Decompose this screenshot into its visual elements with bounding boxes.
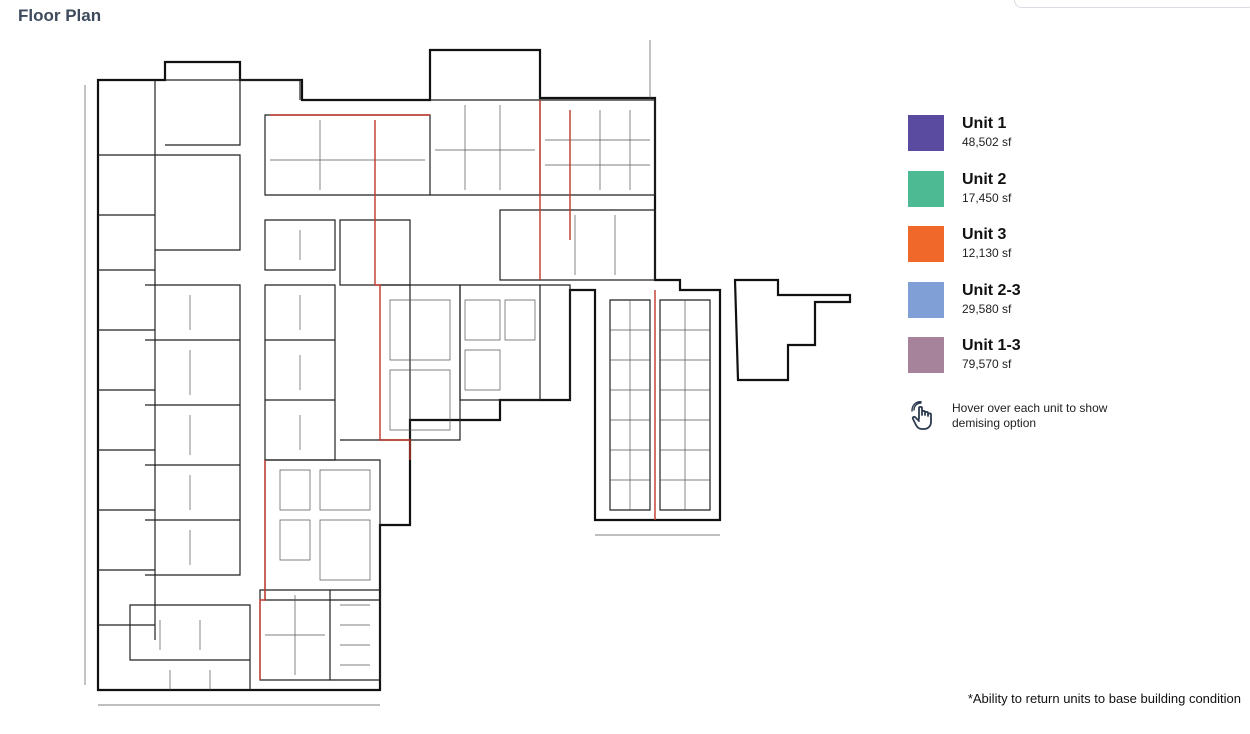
unit-legend: Unit 1 48,502 sf Unit 2 17,450 sf Unit 3… — [908, 115, 1148, 393]
legend-item-unit-1[interactable]: Unit 1 48,502 sf — [908, 115, 1148, 151]
unit-1-swatch — [908, 115, 944, 151]
unit-3-name: Unit 3 — [962, 226, 1007, 243]
unit-3-swatch — [908, 226, 944, 262]
unit-2-name: Unit 2 — [962, 170, 1007, 188]
top-card — [1014, 0, 1250, 8]
unit-3-size: 12,130 sf — [962, 246, 1012, 260]
page-title: Floor Plan — [18, 6, 102, 25]
legend-item-unit-1-3[interactable]: Unit 1-3 79,570 sf — [908, 337, 1148, 373]
hand-pointer-icon — [911, 401, 932, 430]
unit-1-name: Unit 1 — [962, 115, 1007, 132]
unit-2-size: 17,450 sf — [962, 190, 1012, 205]
unit-2-3-name: Unit 2-3 — [962, 281, 1021, 299]
unit-1-3-size: 79,570 sf — [962, 357, 1012, 371]
footnote: *Ability to return units to base buildin… — [967, 691, 1241, 706]
legend-item-unit-2[interactable]: Unit 2 17,450 sf — [908, 170, 1148, 207]
unit-2-3-swatch — [908, 281, 944, 318]
unit-2-swatch — [908, 170, 944, 207]
unit-1-3-swatch — [908, 337, 944, 373]
unit-2-3-size: 29,580 sf — [962, 301, 1012, 316]
unit-1-3-name: Unit 1-3 — [962, 337, 1021, 354]
hover-hint-text: Hover over each unit to show demising op… — [952, 401, 1108, 430]
unit-1-size: 48,502 sf — [962, 135, 1012, 149]
legend-item-unit-2-3[interactable]: Unit 2-3 29,580 sf — [908, 281, 1148, 318]
floor-plan-drawing — [84, 40, 852, 706]
legend-item-unit-3[interactable]: Unit 3 12,130 sf — [908, 226, 1148, 262]
